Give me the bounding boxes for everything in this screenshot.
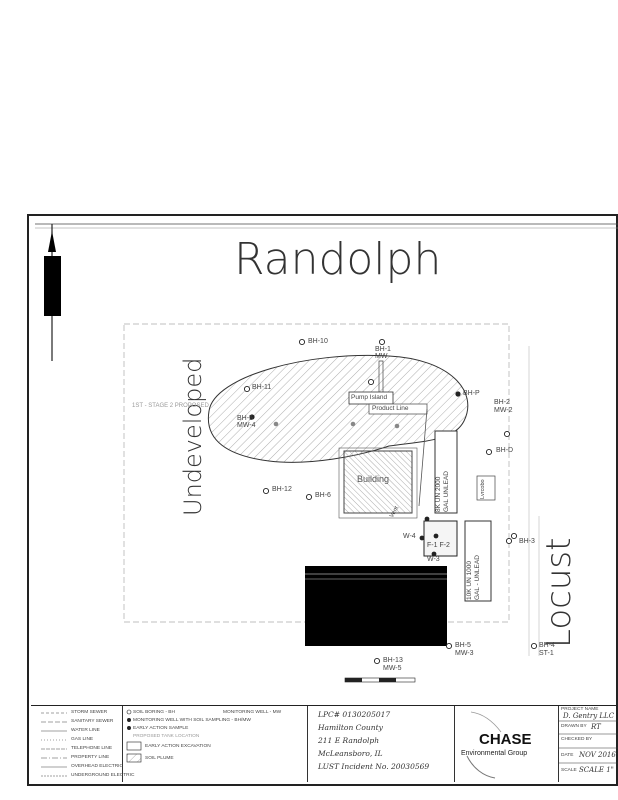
street-randolph: Randolph [234,234,442,285]
street-undeveloped: Undeveloped [179,357,207,516]
company-subtitle: Environmental Group [461,750,528,757]
label-tank-note: 1ST - STAGE 2 PROPOSED [132,403,209,409]
label-building: Building [357,474,390,484]
label-bh4-st1: BH-4 ST-1 [539,642,555,657]
small-box [476,475,496,501]
label-bh3: BH-3 [519,538,535,545]
site-info: LPC# 0130205017 Hamilton County 211 E Ra… [308,706,455,782]
excavation [423,520,458,557]
title-block: STORM SEWER SANITARY SEWER WATER LINE GA… [31,705,618,782]
label-bh-pa: BH-P [463,390,480,397]
label-bh10: BH-10 [308,338,328,345]
label-bh5-mw4: BH-5 MW-4 [237,415,256,429]
company-logo: CHASE Environmental Group [455,706,559,782]
label-bh5-mw3: BH-5 MW-3 [455,642,474,657]
label-tank-1: 8K UN 2000 GAL UNLEAD [435,471,450,512]
legend-lines: STORM SEWER SANITARY SEWER WATER LINE GA… [31,706,134,782]
label-bh6: BH-6 [315,492,331,499]
scale-bar [344,677,416,683]
tank-2 [464,520,492,602]
label-mw3: W-3 [427,556,440,563]
north-arrow [44,224,61,361]
building [343,450,413,514]
drawing-sheet: Randolph Undeveloped Locust BH-10 BH-1 M… [27,214,618,786]
label-mw4: W-4 [403,533,416,540]
label-pump-island: Pump Island [351,394,388,401]
label-bh11: BH-11 [252,384,272,391]
company-name: CHASE [479,731,532,748]
label-product-line: Product Line [372,405,409,412]
redacted-area [305,566,447,646]
tank-1 [434,430,458,514]
label-tank-2: 10K UN 1000 GAL - UNLEAD [466,555,481,600]
project-info: PROJECT NAME D. Gentry LLC DRAWN BY RT C… [559,707,618,774]
boring-points [243,338,538,665]
label-bh13: BH-13 MW-5 [383,657,403,672]
label-small-box: Lvrcobo [480,479,486,499]
product-line [378,360,384,392]
label-f1f2: F-1 F-2 [427,542,450,549]
soil-plume [207,354,469,463]
label-bh-d: BH-D [496,447,514,454]
label-bh1: BH-1 MW- [375,346,391,360]
label-bh2: BH-2 MW-2 [494,399,513,414]
label-bh12: BH-12 [272,486,292,493]
legend-symbols: SOIL BORING - BH MONITORING WELL - MW MO… [123,706,308,782]
site-plan [35,223,618,683]
street-locust: Locust [539,537,579,648]
